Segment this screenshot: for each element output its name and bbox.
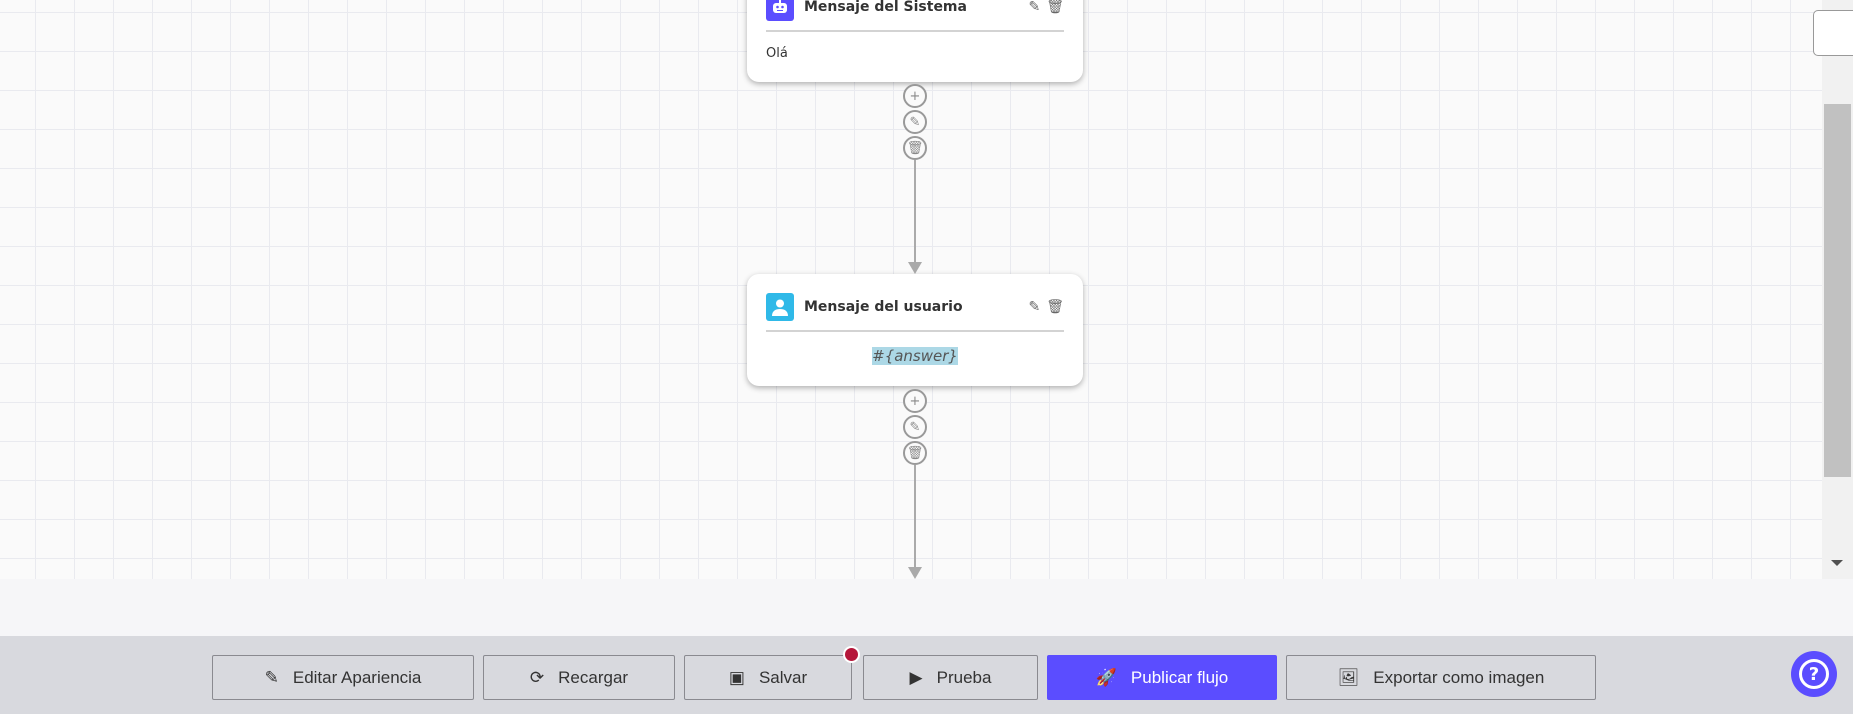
connector-line	[914, 160, 916, 264]
edit-connection-button[interactable]: ✎	[903, 110, 927, 134]
node-content: #{answer}	[872, 347, 958, 365]
edit-icon: ✎	[264, 667, 279, 687]
edit-appearance-button[interactable]: ✎Editar Apariencia	[212, 655, 474, 700]
publish-flow-button[interactable]: 🚀Publicar flujo	[1047, 655, 1277, 700]
unsaved-changes-indicator	[843, 646, 860, 663]
test-button[interactable]: ▶Prueba	[863, 655, 1038, 700]
node-content: Olá	[766, 46, 788, 61]
edit-connection-button[interactable]: ✎	[903, 415, 927, 439]
image-icon: 🖼	[1337, 667, 1360, 687]
help-button[interactable]: ?	[1791, 651, 1837, 697]
add-node-button[interactable]: +	[903, 84, 927, 108]
trash-icon[interactable]: 🗑	[1046, 0, 1064, 15]
node-user-message[interactable]: Mensaje del usuario ✎ 🗑 #{answer}	[747, 274, 1083, 386]
reload-button[interactable]: ⟳Recargar	[483, 655, 675, 700]
delete-connection-button[interactable]: 🗑	[903, 136, 927, 160]
pencil-icon: ✎	[909, 419, 921, 435]
robot-icon	[766, 0, 794, 21]
question-icon: ?	[1799, 659, 1829, 689]
pencil-icon[interactable]: ✎	[1028, 299, 1041, 315]
plus-icon: +	[909, 393, 921, 409]
plus-icon: +	[909, 88, 921, 104]
user-icon	[766, 293, 794, 321]
connector-arrow	[908, 567, 922, 579]
delete-connection-button[interactable]: 🗑	[903, 441, 927, 465]
save-button[interactable]: ▣Salvar	[684, 655, 852, 700]
trash-icon: 🗑	[906, 140, 924, 156]
scrollbar-thumb[interactable]	[1824, 104, 1851, 477]
add-node-button[interactable]: +	[903, 389, 927, 413]
pencil-icon: ✎	[909, 114, 921, 130]
rocket-icon: 🚀	[1095, 667, 1117, 687]
pencil-icon[interactable]: ✎	[1028, 0, 1041, 15]
node-title: Mensaje del Sistema	[804, 0, 967, 15]
connector-arrow	[908, 262, 922, 274]
connector-line	[914, 465, 916, 569]
trash-icon[interactable]: 🗑	[1046, 299, 1064, 315]
node-title: Mensaje del usuario	[804, 299, 963, 315]
refresh-icon: ⟳	[529, 667, 545, 687]
scroll-down-arrow-icon[interactable]	[1831, 560, 1843, 566]
save-icon: ▣	[728, 667, 745, 687]
trash-icon: 🗑	[906, 445, 924, 461]
export-image-button[interactable]: 🖼Exportar como imagen	[1286, 655, 1596, 700]
bottom-toolbar: ✎Editar Apariencia ⟳Recargar ▣Salvar ▶Pr…	[0, 636, 1853, 714]
node-system-message[interactable]: Mensaje del Sistema ✎ 🗑 Olá	[747, 0, 1083, 82]
play-icon: ▶	[909, 667, 923, 687]
minimap-panel[interactable]	[1813, 10, 1853, 56]
